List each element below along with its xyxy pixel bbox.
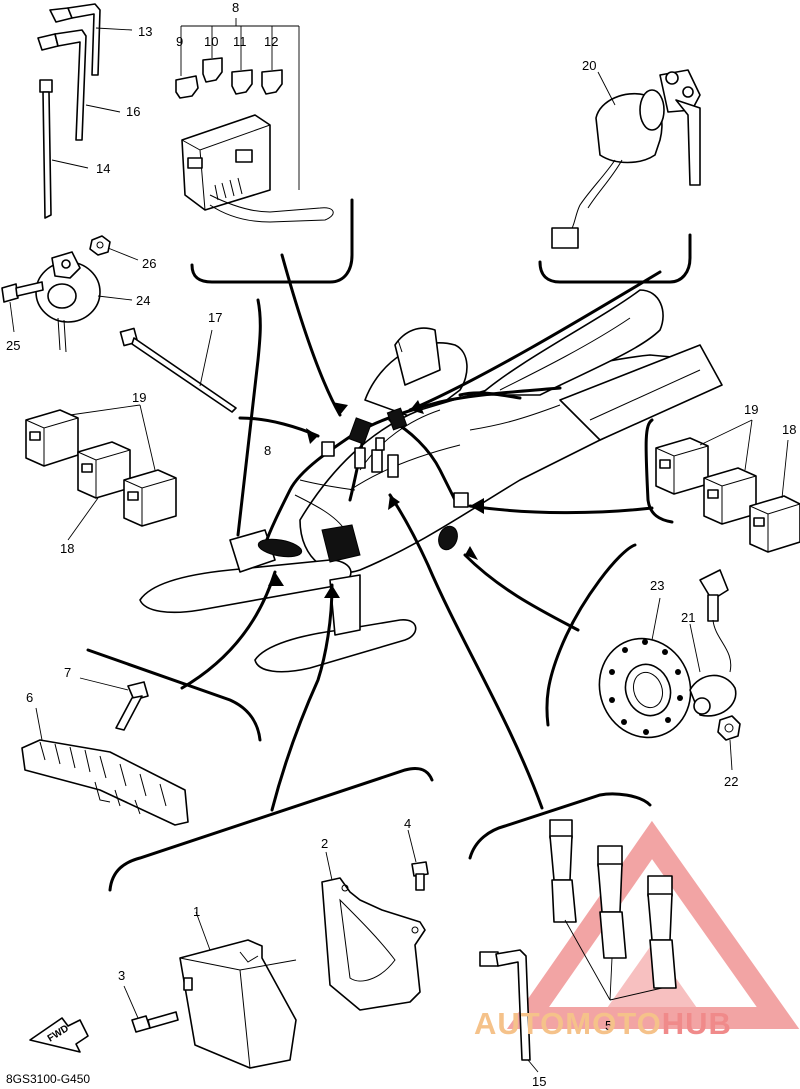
callout-22: 22 — [724, 774, 738, 789]
cover-6 — [21, 739, 189, 826]
relay-group-left — [25, 404, 177, 541]
wire-tie-17 — [119, 327, 237, 413]
relay-cluster — [354, 437, 399, 478]
sensor-21 — [689, 569, 737, 717]
callout-19-left: 19 — [132, 390, 146, 405]
fuse-12 — [261, 69, 283, 95]
watermark-logo — [506, 820, 800, 1029]
watermark-text-part1: AUTOMOTO — [474, 1006, 662, 1041]
callout-10: 10 — [204, 34, 218, 49]
callout-8-top: 8 — [232, 0, 239, 15]
clamp-16 — [37, 29, 87, 141]
callout-17: 17 — [208, 310, 222, 325]
diagram-code: 8GS3100-G450 — [6, 1072, 91, 1086]
callout-12: 12 — [264, 34, 278, 49]
callout-5: 5 — [605, 1018, 612, 1033]
callout-2: 2 — [321, 836, 328, 851]
top-left-leads — [51, 27, 133, 169]
callout-8-mid: 8 — [264, 443, 271, 458]
callout-13: 13 — [138, 24, 152, 39]
bolt-4 — [407, 829, 429, 891]
callout-21: 21 — [681, 610, 695, 625]
bracket-2 — [321, 851, 426, 1011]
bolt-3 — [123, 985, 179, 1033]
callout-4: 4 — [404, 816, 411, 831]
callout-23: 23 — [650, 578, 664, 593]
connector-arrows — [180, 253, 662, 812]
fuse-9 — [175, 75, 199, 99]
bolt-25 — [1, 281, 44, 303]
ski-right — [254, 574, 417, 673]
callout-11: 11 — [233, 34, 247, 49]
horn-leads — [9, 247, 139, 333]
fuse-11 — [231, 69, 253, 95]
relay-group-right — [655, 419, 800, 553]
plug-cap-c — [647, 875, 677, 989]
fwd-arrow: FWD — [29, 1017, 89, 1053]
plug-leads — [564, 919, 663, 1001]
fuse-leads — [180, 18, 300, 190]
bolt-7 — [35, 677, 149, 741]
section-brackets — [86, 198, 692, 892]
callout-14: 14 — [96, 161, 110, 176]
callout-3: 3 — [118, 968, 125, 983]
callout-15: 15 — [532, 1074, 546, 1089]
pulser-rotor-23 — [598, 597, 692, 739]
wire-harness — [257, 386, 562, 563]
plug-cap-b — [597, 845, 627, 959]
callout-20: 20 — [582, 58, 596, 73]
callout-26: 26 — [142, 256, 156, 271]
nut-22 — [717, 715, 741, 771]
callout-labels: 1 2 3 4 5 6 7 8 8 9 10 11 12 13 14 15 16… — [6, 0, 796, 1089]
callout-16: 16 — [126, 104, 140, 119]
nut-26 — [89, 235, 111, 256]
cable-tie-14 — [39, 79, 53, 219]
fuse-box — [181, 114, 334, 223]
clamp-13 — [49, 3, 101, 76]
callout-6: 6 — [26, 690, 33, 705]
plug-cap-a — [549, 819, 577, 923]
callout-19-right: 19 — [744, 402, 758, 417]
callout-18-right: 18 — [782, 422, 796, 437]
callout-24: 24 — [136, 293, 150, 308]
callout-7: 7 — [64, 665, 71, 680]
callout-1: 1 — [193, 904, 200, 919]
callout-9: 9 — [176, 34, 183, 49]
watermark-text-part2: HUB — [661, 1006, 732, 1041]
lead-wire-15 — [479, 949, 539, 1073]
cdi-unit-1 — [179, 911, 297, 1069]
main-switch — [551, 69, 701, 249]
fuse-10 — [202, 57, 223, 83]
callout-18-left: 18 — [60, 541, 74, 556]
watermark-text: AUTOMOTOHUB — [474, 1006, 732, 1042]
horn — [35, 251, 101, 353]
callout-25: 25 — [6, 338, 20, 353]
